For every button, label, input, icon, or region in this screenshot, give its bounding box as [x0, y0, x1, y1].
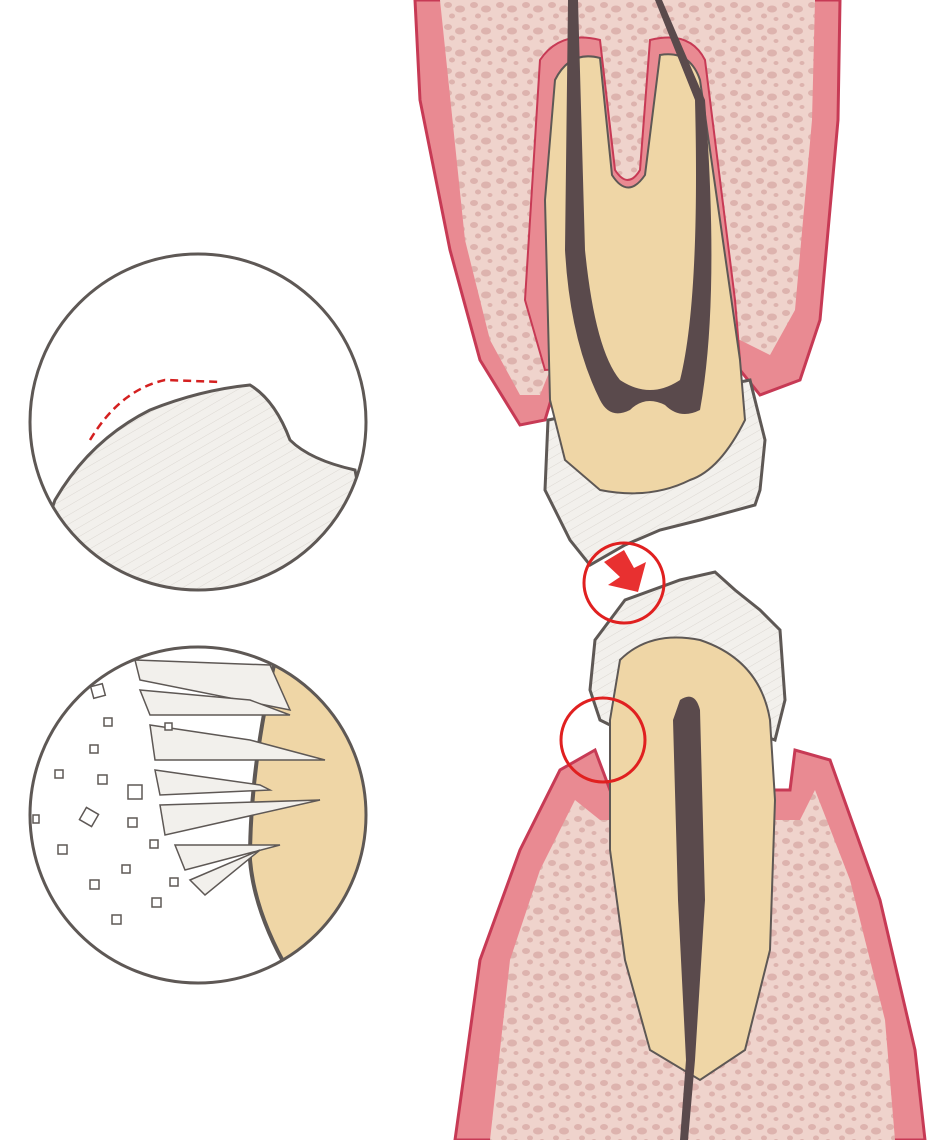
- arrow-icon: [604, 550, 646, 592]
- enamel-rod-detail: [28, 645, 368, 985]
- wear-highlight: [582, 541, 666, 625]
- enamel-wear-detail: [28, 252, 368, 592]
- worn-surface-outline: [88, 378, 223, 441]
- upper-pulp: [565, 0, 712, 414]
- lower-pulp: [673, 696, 705, 1140]
- lower-jaw: [453, 570, 927, 1140]
- upper-jaw: [413, 0, 842, 567]
- cervical-highlight: [559, 696, 647, 784]
